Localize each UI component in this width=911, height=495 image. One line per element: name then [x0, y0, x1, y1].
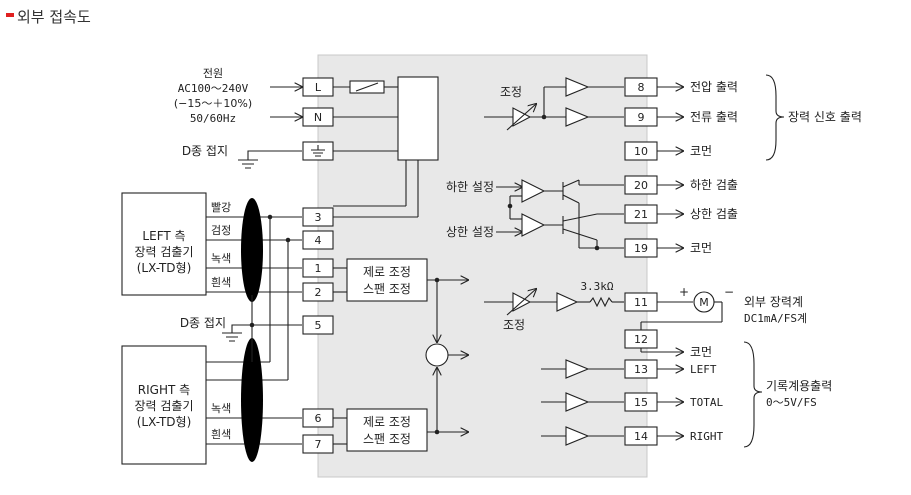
terminal-L-label: L — [315, 81, 322, 94]
terminal-20-label: 20 — [634, 179, 648, 192]
terminal-21-label: 21 — [634, 208, 648, 221]
terminal-14-label: 14 — [634, 430, 648, 443]
record-output-brace — [743, 341, 763, 448]
right-detector-line2: 장력 검출기 — [134, 399, 193, 413]
left-cable-shield — [241, 198, 263, 302]
terminal-11-label: 11 — [634, 296, 648, 309]
terminal-2-label: 2 — [315, 286, 322, 299]
tension-signal-label: 장력 신호 출력 — [788, 110, 862, 124]
left-zero-label: 제로 조정 — [363, 265, 411, 279]
ground-label: D종 접지 — [182, 144, 228, 158]
terminal-6-label: 7 — [315, 438, 322, 451]
terminal-8-label: 8 — [638, 81, 645, 94]
comparator-lower — [521, 179, 546, 203]
right-detector-line1: RIGHT 측 — [138, 383, 190, 397]
meter-symbol: M — [699, 296, 709, 309]
left-detector-box — [121, 192, 207, 296]
adjust-label-top: 조정 — [500, 85, 522, 99]
output-lower-detect: 하한 검출 — [690, 178, 738, 192]
right-cable-shield — [241, 338, 263, 462]
power-frequency: 50/60Hz — [190, 112, 236, 125]
left-detector-line3: (LX-TD형) — [137, 261, 192, 275]
power-tolerance: (−15〜＋10%) — [174, 97, 252, 110]
terminal-7 — [302, 315, 334, 335]
buffer-total — [565, 392, 590, 412]
terminal-9-label: 9 — [638, 111, 645, 124]
record-left-label: LEFT — [690, 363, 717, 376]
ground2-label: D종 접지 — [180, 316, 226, 330]
meter-minus: − — [724, 285, 734, 299]
terminal-10-label: 10 — [634, 145, 648, 158]
left-detector-line2: 장력 검출기 — [134, 245, 193, 259]
left-wire-red: 빨강 — [211, 201, 231, 214]
left-wire-white: 흰색 — [211, 276, 231, 289]
terminal-ground — [302, 141, 334, 161]
output-current: 전류 출력 — [690, 110, 738, 124]
left-detector-line1: LEFT 측 — [142, 229, 185, 243]
terminal-1-label: 1 — [315, 262, 322, 275]
terminal-12-label: 12 — [634, 333, 648, 346]
terminal-13-label: 13 — [634, 363, 648, 376]
terminal-5-label: 6 — [315, 412, 322, 425]
right-wire-green: 녹색 — [211, 402, 231, 415]
record-range: 0〜5V/FS — [766, 396, 817, 409]
power-voltage: AC100〜240V — [178, 82, 249, 95]
terminal-3-label: 3 — [315, 211, 322, 224]
terminal-3 — [302, 207, 334, 227]
left-wire-green: 녹색 — [211, 252, 231, 265]
terminal-15-label: 15 — [634, 396, 648, 409]
output-common-1: 코먼 — [690, 144, 712, 158]
buffer-right — [565, 426, 590, 446]
comparator-upper — [521, 213, 546, 237]
terminal-4-label: 4 — [315, 234, 322, 247]
power-label: 전원 — [203, 67, 223, 80]
record-total-label: TOTAL — [690, 396, 723, 409]
upper-set-label: 상한 설정 — [446, 225, 494, 239]
meter-spec: DC1mA/FS계 — [744, 312, 807, 325]
terminal-19-label: 19 — [634, 242, 648, 255]
output-upper-detect: 상한 검출 — [690, 207, 738, 221]
buffer-voltage — [565, 77, 590, 97]
right-detector-box — [121, 345, 207, 465]
resistor-icon — [589, 296, 613, 308]
terminal-4 — [302, 230, 334, 250]
output-voltage: 전압 출력 — [690, 80, 738, 94]
right-zero-label: 제로 조정 — [363, 415, 411, 429]
output-common-2: 코먼 — [690, 241, 712, 255]
buffer-left — [565, 359, 590, 379]
terminal-N-label: N — [314, 111, 322, 124]
right-span-label: 스팬 조정 — [363, 432, 411, 446]
record-label: 기록계용출력 — [766, 379, 832, 393]
buffer-current — [565, 107, 590, 127]
red-bullet-icon — [6, 13, 14, 17]
summing-junction — [425, 343, 449, 367]
tension-signal-brace — [765, 74, 785, 161]
lower-set-label: 하한 설정 — [446, 180, 494, 194]
output-common-3: 코먼 — [690, 345, 712, 359]
resistor-value: 3.3kΩ — [580, 280, 613, 293]
left-wire-black: 검정 — [211, 224, 231, 237]
meter-label: 외부 장력계 — [744, 295, 803, 309]
buffer-meter — [556, 292, 579, 312]
record-right-label: RIGHT — [690, 430, 723, 443]
right-detector-line3: (LX-TD형) — [137, 415, 192, 429]
right-wire-white: 흰색 — [211, 428, 231, 441]
terminal-7-label: 5 — [315, 319, 322, 332]
left-zero-span-block — [346, 258, 428, 302]
section-title: 외부 접속도 — [17, 8, 91, 26]
adjust-label-meter: 조정 — [503, 318, 525, 332]
left-span-label: 스팬 조정 — [363, 282, 411, 296]
power-supply-block — [397, 76, 439, 161]
meter-plus: + — [679, 285, 689, 299]
right-zero-span-block — [346, 408, 428, 452]
ground-symbol-icon — [311, 145, 325, 157]
section-header: 외부 접속도 — [0, 0, 911, 28]
